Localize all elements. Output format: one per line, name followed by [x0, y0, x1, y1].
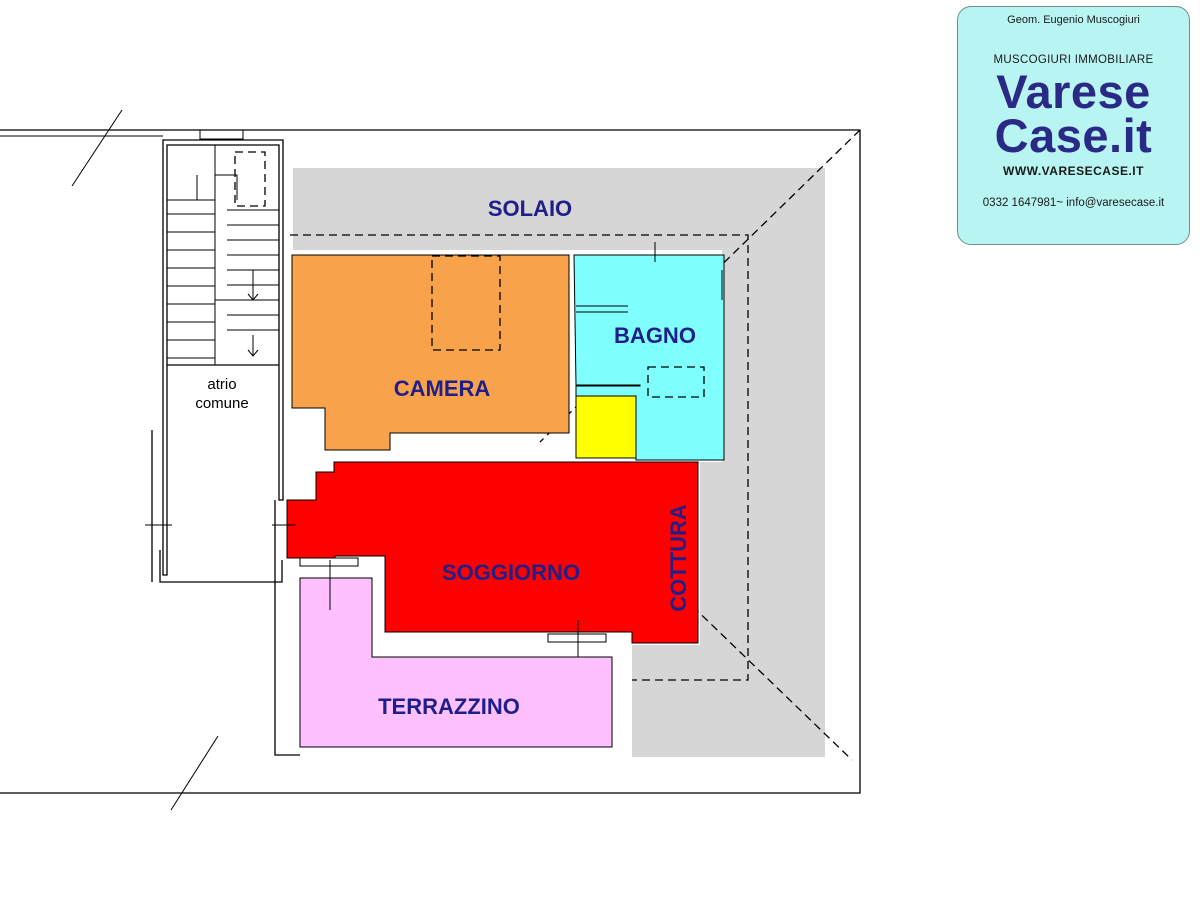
dashed-outline: [290, 234, 749, 681]
ripostiglio-room: [575, 395, 637, 459]
stair-right-flight: [196, 145, 279, 357]
bagno-label: BAGNO: [614, 323, 696, 348]
atrio-label-line2: comune: [195, 395, 248, 412]
break-mark: [170, 735, 219, 811]
break-mark: [71, 109, 123, 187]
stair-enclosure: [162, 139, 284, 576]
logo-brand-line2: Case.it: [994, 109, 1153, 162]
solaio-label: SOLAIO: [488, 196, 572, 221]
logo-agency: MUSCOGIURI IMMOBILIARE: [993, 54, 1154, 66]
logo-website: WWW.VARESECASE.IT: [1003, 164, 1144, 178]
camera-room: [291, 254, 570, 451]
window: [299, 557, 359, 567]
logo-owner: Geom. Eugenio Muscogiuri: [1007, 14, 1140, 26]
logo-contact: 0332 1647981~ info@varesecase.it: [982, 197, 1165, 209]
soggiorno-room: [286, 461, 699, 644]
outer-boundary: [0, 129, 861, 794]
terrazzino-label: TERRAZZINO: [378, 694, 520, 719]
terrazzino-room: [299, 577, 613, 748]
window: [199, 129, 244, 140]
atrio-label-line1: atrio: [207, 376, 236, 393]
window: [547, 633, 607, 643]
stair-left-flight: [167, 199, 216, 365]
camera-dashed-box: [431, 255, 501, 351]
logo-brand-line1: Varese: [996, 65, 1151, 118]
camera-label: CAMERA: [394, 376, 491, 401]
soggiorno-label: SOGGIORNO: [442, 560, 580, 585]
atrio-outline: [151, 364, 300, 756]
bagno-dashed-box: [647, 366, 705, 398]
logo-card: Geom. Eugenio Muscogiuri MUSCOGIURI IMMO…: [957, 6, 1190, 245]
solaio-area: [293, 168, 825, 757]
cottura-label: COTTURA: [666, 504, 691, 612]
agency-logo: Geom. Eugenio Muscogiuri MUSCOGIURI IMMO…: [951, 0, 1194, 249]
